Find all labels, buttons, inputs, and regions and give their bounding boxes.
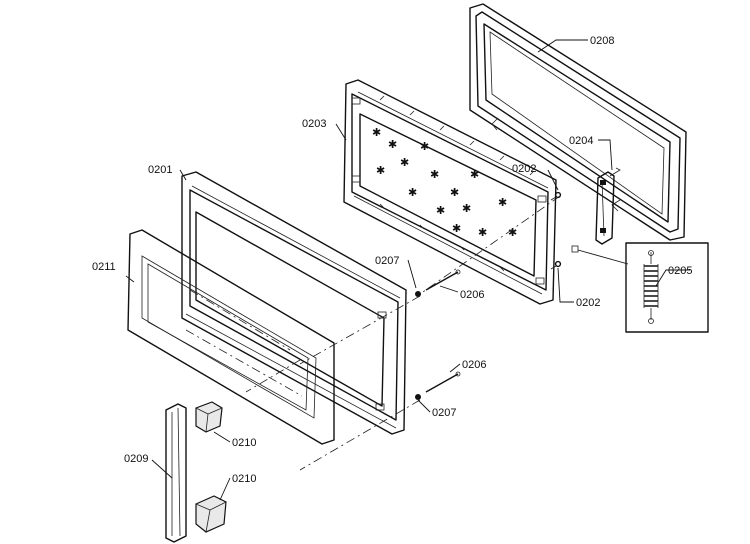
callout-0203: 0203 — [302, 118, 326, 130]
callout-0204: 0204 — [569, 135, 593, 147]
part-0202-screw-lower — [550, 260, 562, 270]
svg-text:✱: ✱ — [400, 157, 409, 169]
part-0208-door-choke-frame — [469, 3, 687, 241]
callout-0202-lower: 0202 — [576, 297, 600, 309]
svg-text:✱: ✱ — [452, 223, 461, 235]
svg-text:✱: ✱ — [430, 169, 439, 181]
small-clip — [571, 245, 629, 265]
callout-0209: 0209 — [124, 453, 148, 465]
callout-0201: 0201 — [148, 164, 172, 176]
svg-text:✱: ✱ — [470, 169, 479, 181]
alignment-lines — [245, 195, 561, 471]
callout-0211: 0211 — [92, 261, 116, 273]
callout-0207-lower: 0207 — [432, 407, 456, 419]
part-0206-pin-lower — [425, 371, 461, 393]
part-0209-door-handle — [165, 403, 187, 543]
perforation-stars: ✱ ✱ ✱ ✱ ✱ ✱ ✱ ✱ ✱ ✱ ✱ ✱ ✱ ✱ ✱ — [372, 127, 517, 239]
part-0211-door-glass — [127, 229, 335, 445]
svg-text:✱: ✱ — [372, 127, 381, 139]
svg-text:✱: ✱ — [498, 197, 507, 209]
leader-lines — [125, 39, 690, 501]
svg-text:✱: ✱ — [408, 187, 417, 199]
callout-0205: 0205 — [668, 265, 692, 277]
part-0205-spring-detail — [625, 242, 709, 333]
callout-labels: 0208 0203 0204 0202 0201 0211 0207 0206 … — [92, 35, 692, 485]
callout-0202-upper: 0202 — [512, 163, 536, 175]
callout-0206-lower: 0206 — [462, 359, 486, 371]
callout-0208: 0208 — [590, 35, 614, 47]
panel-edge-notches — [379, 95, 535, 272]
part-0203-inner-door-panel: ✱ ✱ ✱ ✱ ✱ ✱ ✱ ✱ ✱ ✱ ✱ ✱ ✱ ✱ ✱ — [343, 79, 557, 305]
callout-0210-lower: 0210 — [232, 473, 256, 485]
svg-text:✱: ✱ — [462, 203, 471, 215]
svg-text:✱: ✱ — [376, 165, 385, 177]
svg-text:✱: ✱ — [478, 227, 487, 239]
svg-text:✱: ✱ — [508, 227, 517, 239]
part-0204-latch-bracket — [595, 167, 621, 245]
callout-0210-upper: 0210 — [232, 437, 256, 449]
part-0206-pin-upper — [425, 269, 461, 291]
part-0207-washer-upper — [415, 291, 421, 297]
part-0207-washer-lower — [415, 394, 421, 400]
svg-text:✱: ✱ — [420, 141, 429, 153]
callout-0206-upper: 0206 — [460, 289, 484, 301]
callout-0207-upper: 0207 — [375, 255, 399, 267]
part-0210-hinge-block-lower — [195, 495, 227, 533]
svg-text:✱: ✱ — [436, 205, 445, 217]
svg-text:✱: ✱ — [388, 139, 397, 151]
svg-text:✱: ✱ — [450, 187, 459, 199]
part-0201-door-frame — [181, 171, 407, 435]
part-0210-hinge-block-upper — [195, 401, 223, 433]
